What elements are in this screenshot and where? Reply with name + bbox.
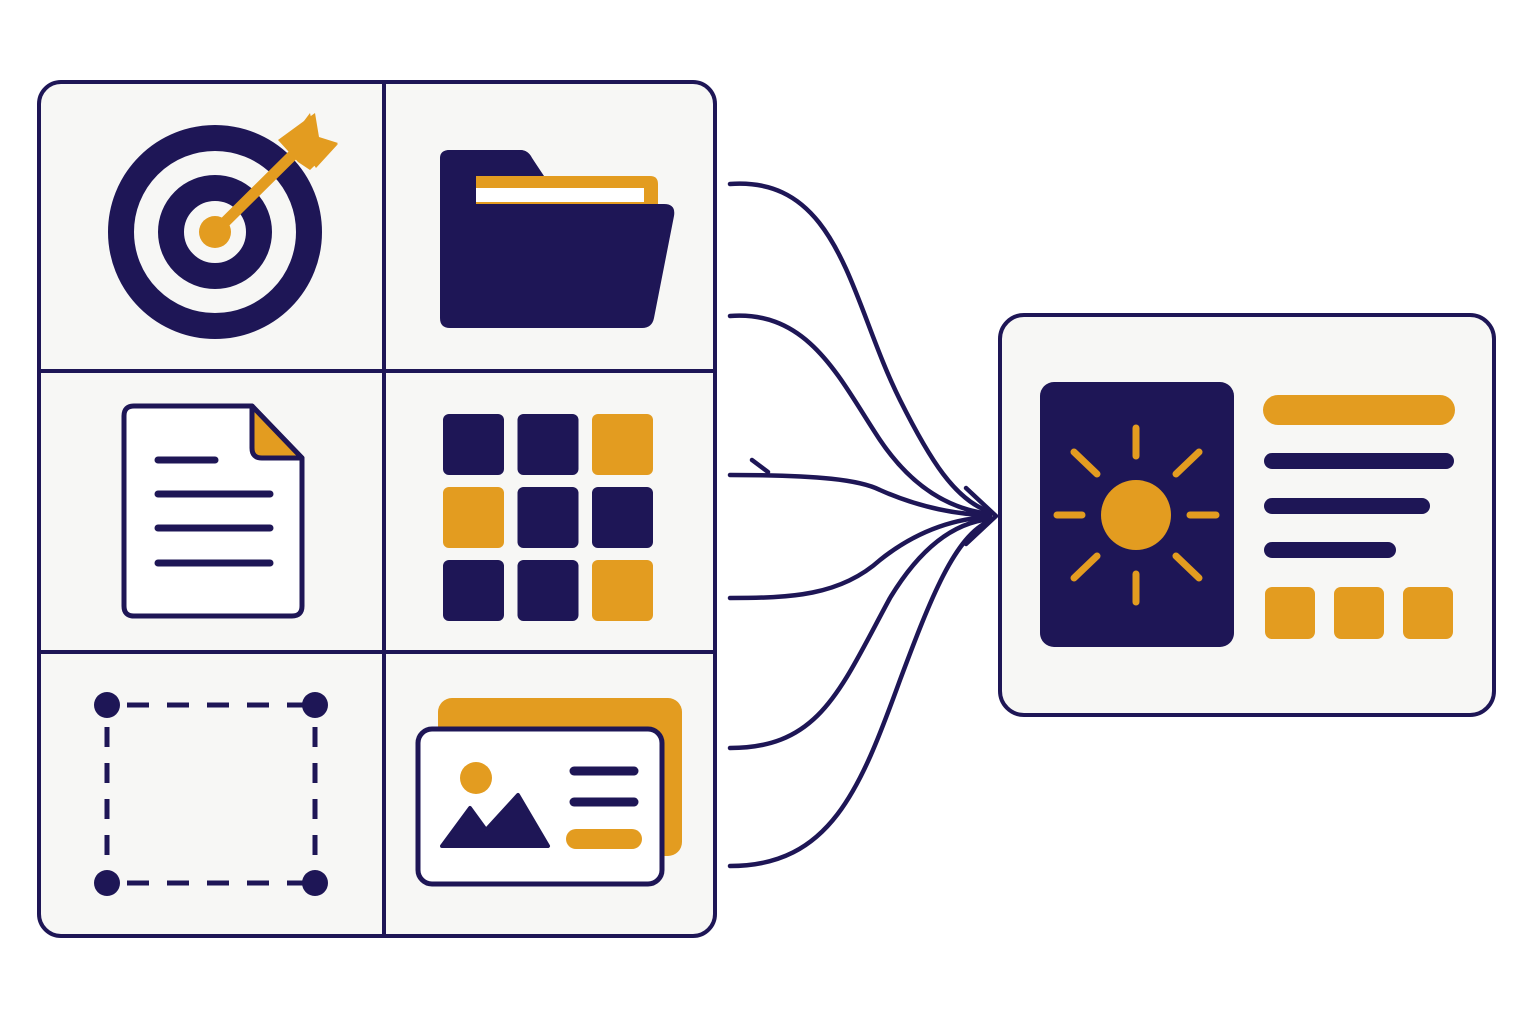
connector-2 (727, 313, 993, 517)
output-chip (1265, 587, 1315, 639)
source-grid (37, 80, 717, 938)
output-card (998, 313, 1496, 717)
connector-stub (749, 457, 771, 475)
output-chip (1334, 587, 1384, 639)
block-navy (443, 560, 504, 621)
folder-icon (440, 150, 675, 328)
target-with-arrow-icon (108, 113, 338, 339)
block-navy (517, 560, 579, 621)
block-gold (592, 414, 653, 475)
image-card-icon (415, 698, 682, 887)
block-grid-icon (443, 414, 653, 621)
document-icon (121, 403, 305, 619)
block-navy (592, 487, 653, 548)
connector-arrowhead (963, 485, 999, 547)
block-navy (517, 414, 579, 475)
connector-6 (727, 518, 993, 869)
block-gold (443, 487, 504, 548)
output-chip (1403, 587, 1453, 639)
dashed-selection-icon (94, 692, 328, 896)
connector-5 (727, 516, 993, 751)
connector-3 (727, 472, 993, 518)
sun-icon (1053, 424, 1220, 606)
output-chips (1265, 587, 1453, 639)
connector-4 (727, 514, 993, 601)
block-navy (517, 487, 579, 548)
connector-1 (727, 181, 993, 515)
block-gold (592, 560, 653, 621)
output-text-lines (1263, 395, 1455, 558)
block-navy (443, 414, 504, 475)
connector-lines (727, 181, 999, 869)
